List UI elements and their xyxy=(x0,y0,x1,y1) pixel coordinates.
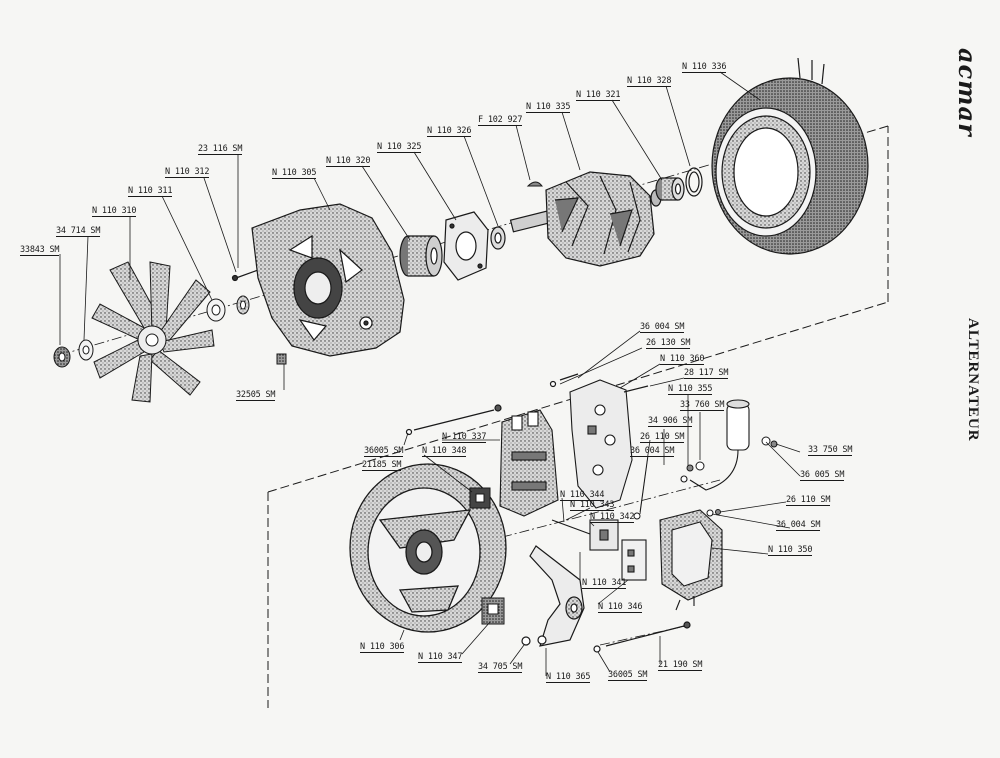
section-title: ALTERNATEUR xyxy=(965,318,981,442)
label-n110337: N 110 337 xyxy=(442,432,487,443)
wave-ring xyxy=(685,167,703,197)
small-nut xyxy=(276,353,287,365)
label-n110306: N 110 306 xyxy=(360,642,405,653)
label-33760-sm: 33 760 SM xyxy=(680,400,725,411)
label-n110341: N 110 341 xyxy=(582,578,627,589)
label-n110342: N 110 342 xyxy=(590,512,635,523)
fan-nut xyxy=(53,346,71,368)
brush-holder xyxy=(551,519,647,581)
label-n110312: N 110 312 xyxy=(165,167,210,178)
label-34714-sm: 34 714 SM xyxy=(56,226,101,237)
label-32505-sm: 32505 SM xyxy=(236,390,276,401)
terminal-block xyxy=(469,487,491,509)
front-bearing xyxy=(399,235,443,277)
label-n110365: N 110 365 xyxy=(546,672,591,683)
label-36004-sm-a: 36 004 SM xyxy=(640,322,685,333)
bracket-fasteners xyxy=(521,621,691,653)
rear-end-housing xyxy=(349,463,507,633)
fan-washer xyxy=(78,339,94,361)
spacer-collar xyxy=(490,226,506,250)
rectifier-pack xyxy=(499,409,559,517)
label-21190-sm: 21 190 SM xyxy=(658,660,703,671)
drive-end-housing xyxy=(251,203,405,357)
label-n110335: N 110 335 xyxy=(526,102,571,113)
label-n110347: N 110 347 xyxy=(418,652,463,663)
capacitor-nuts xyxy=(633,436,778,520)
label-n110355: N 110 355 xyxy=(668,384,713,395)
label-26110-sm-b: 26 110 SM xyxy=(786,495,831,506)
label-n110336: N 110 336 xyxy=(682,62,727,73)
screw xyxy=(231,269,259,282)
label-34705-sm: 34 705 SM xyxy=(478,662,523,673)
label-26110-sm-a: 26 110 SM xyxy=(640,432,685,443)
label-36005-sm-a: 36 005 SM xyxy=(800,470,845,481)
label-36005-sm-b: 36005 SM xyxy=(364,446,404,457)
label-n110344: N 110 344 xyxy=(560,490,605,501)
label-36004-sm-c: 36 004 SM xyxy=(776,520,821,531)
label-n110320: N 110 320 xyxy=(326,156,371,167)
label-23116-sm: 23 116 SM xyxy=(198,144,243,155)
label-n110325: N 110 325 xyxy=(377,142,422,153)
label-34906-sm: 34 906 SM xyxy=(648,416,693,427)
spacer-ring xyxy=(236,295,250,315)
label-n110360: N 110 360 xyxy=(660,354,705,365)
label-33843-sm: 33843 SM xyxy=(20,245,60,256)
label-n110305: N 110 305 xyxy=(272,168,317,179)
label-28117-sm: 28 117 SM xyxy=(684,368,729,379)
label-n110326: N 110 326 xyxy=(427,126,472,137)
label-36004-sm-b: 36 004 SM xyxy=(630,446,675,457)
label-f102927: F 102 927 xyxy=(478,115,523,126)
label-n110350: N 110 350 xyxy=(768,545,813,556)
label-n110321: N 110 321 xyxy=(576,90,621,101)
label-33750-sm: 33 750 SM xyxy=(808,445,853,456)
label-n110348: N 110 348 xyxy=(422,446,467,457)
label-21185-sm: 21185 SM xyxy=(362,460,402,471)
plug-connector xyxy=(481,597,505,625)
rectifier-bolts xyxy=(405,373,649,436)
fan xyxy=(91,261,215,403)
label-n110311: N 110 311 xyxy=(128,186,173,197)
capacitor xyxy=(680,399,750,491)
spacer-washer xyxy=(206,298,226,322)
label-n110346: N 110 346 xyxy=(598,602,643,613)
label-n110343: N 110 343 xyxy=(570,500,615,511)
shaft-key xyxy=(526,181,544,187)
voltage-regulator xyxy=(659,509,723,611)
diode-bridge-plate xyxy=(569,379,633,509)
rear-bearing xyxy=(655,177,685,201)
stator xyxy=(711,57,869,255)
mounting-bracket xyxy=(529,545,585,647)
label-n110310: N 110 310 xyxy=(92,206,137,217)
rotor xyxy=(509,171,662,267)
label-n110328: N 110 328 xyxy=(627,76,672,87)
label-36005-sm-c: 36005 SM xyxy=(608,670,648,681)
label-26130-sm: 26 130 SM xyxy=(646,338,691,349)
bearing-retainer-plate xyxy=(443,211,489,281)
brand-logo: acmar xyxy=(953,48,982,137)
